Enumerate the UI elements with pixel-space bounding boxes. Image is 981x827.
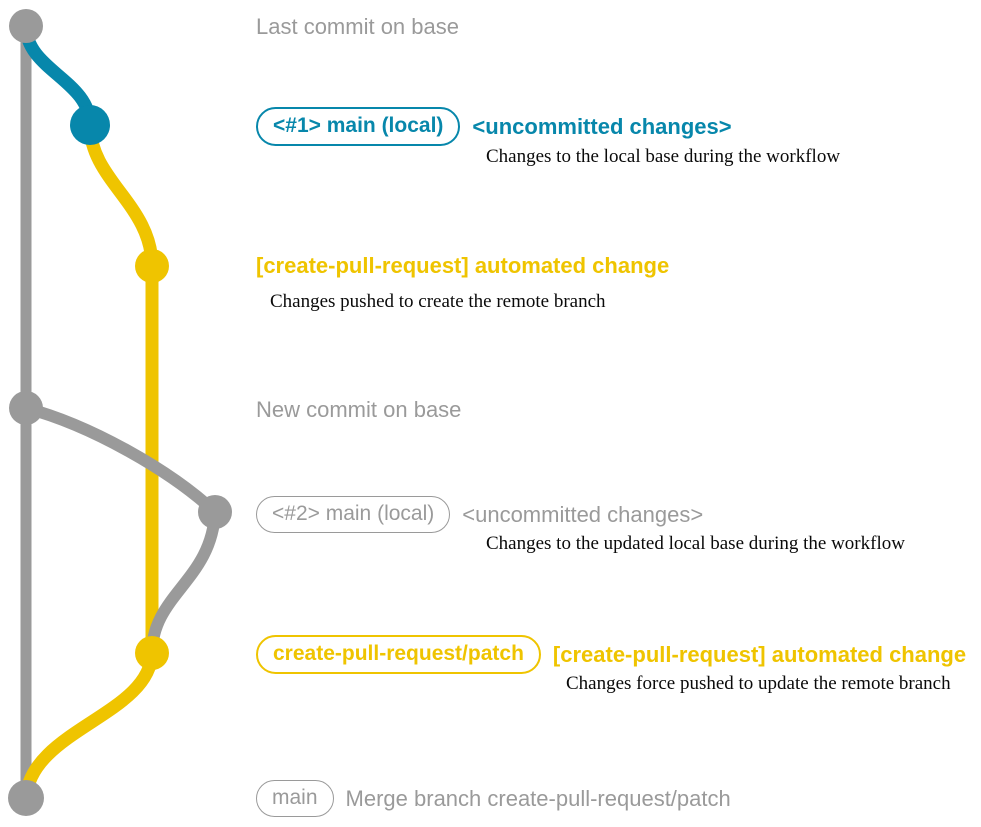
commit-row-automated-change-1: [create-pull-request] automated change (256, 253, 669, 278)
commit-subject-local-1: <uncommitted changes> (472, 113, 732, 139)
commit-note-local-1: Changes to the local base during the wor… (486, 146, 841, 167)
commit-node-local-2[interactable] (198, 495, 232, 529)
commit-subject-automated-change-1: [create-pull-request] automated change (256, 253, 670, 278)
commit-subject-automated-change-2: [create-pull-request] automated change (552, 641, 967, 667)
commit-node-new-commit-on-base[interactable] (9, 391, 43, 425)
commit-node-automated-change-2[interactable] (135, 636, 169, 670)
patch-branch-line-1 (83, 118, 159, 273)
ref-badge-local-1[interactable]: <#1> main (local) (256, 107, 461, 147)
commit-row-automated-change-2: create-pull-request/patch [create-pull-r… (256, 635, 967, 675)
updated-local-branch-line (20, 402, 221, 518)
commit-node-last-commit-on-base[interactable] (9, 9, 43, 43)
patch-merge-line (19, 646, 159, 805)
ref-badge-main[interactable]: main (256, 780, 334, 818)
commit-note-automated-change-1: Changes pushed to create the remote bran… (270, 291, 606, 312)
commit-subject-local-2: <uncommitted changes> (462, 501, 704, 527)
commit-note-local-2: Changes to the updated local base during… (486, 533, 905, 554)
commit-row-merge-commit: main Merge branch create-pull-request/pa… (256, 780, 731, 818)
commit-node-automated-change-1[interactable] (135, 249, 169, 283)
ref-badge-local-2[interactable]: <#2> main (local) (256, 496, 451, 534)
commit-row-local-2: <#2> main (local) <uncommitted changes> (256, 496, 704, 534)
commit-note-automated-change-2: Changes force pushed to update the remot… (566, 673, 951, 694)
commit-node-local-1[interactable] (70, 105, 110, 145)
commit-subject-last-commit-on-base: Last commit on base (256, 14, 459, 39)
commit-subject-new-commit-on-base: New commit on base (256, 397, 462, 422)
commit-row-local-1: <#1> main (local) <uncommitted changes> (256, 107, 732, 147)
commit-node-merge-commit[interactable] (8, 780, 44, 816)
updated-local-to-patch-line (146, 506, 221, 659)
ref-badge-create-pull-request-patch[interactable]: create-pull-request/patch (256, 635, 541, 675)
commit-subject-merge-commit: Merge branch create-pull-request/patch (345, 785, 731, 811)
